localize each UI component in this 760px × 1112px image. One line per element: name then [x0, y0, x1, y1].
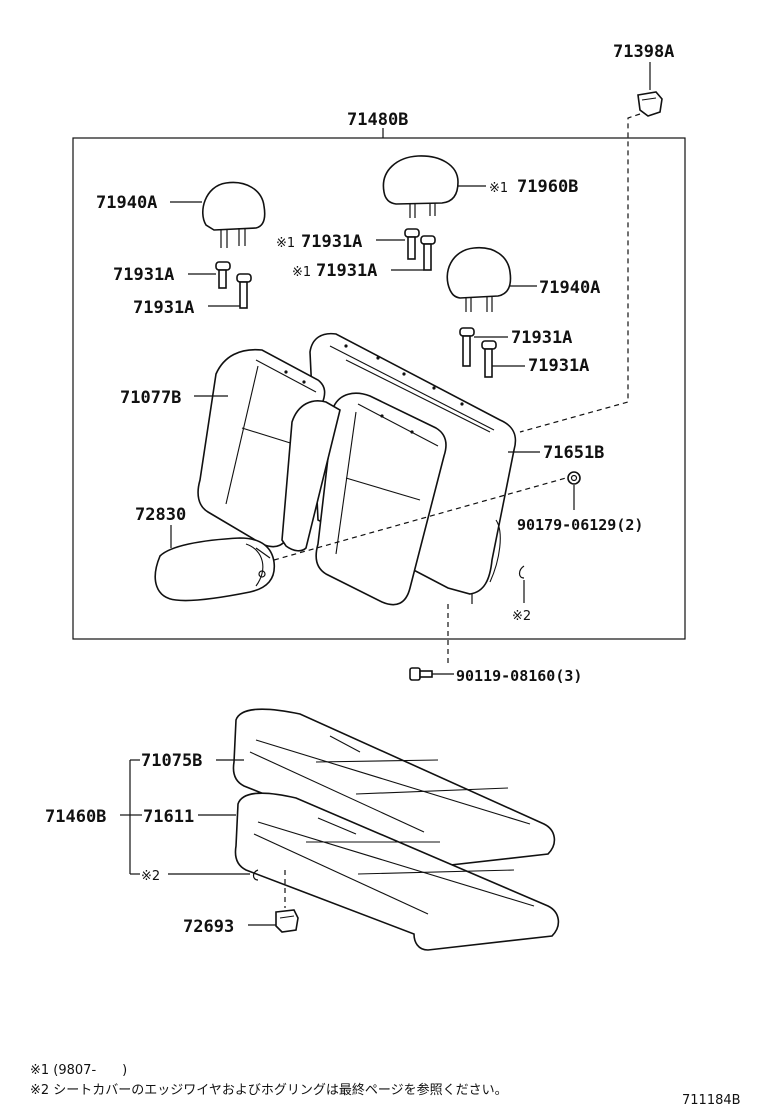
label-71931A-1[interactable]: 71931A — [113, 265, 174, 285]
label-90119-08160[interactable]: 90119-08160(3) — [456, 667, 582, 685]
label-71651B[interactable]: 71651B — [543, 443, 604, 463]
headrest-71940A-left — [201, 181, 266, 248]
bolt-90119 — [409, 667, 433, 681]
label-71931A-6[interactable]: 71931A — [528, 356, 589, 376]
label-71931A-4[interactable]: 71931A — [316, 261, 377, 281]
label-71931A-3[interactable]: 71931A — [301, 232, 362, 252]
cushion-pad-71611 — [234, 792, 560, 951]
hogring-lower — [252, 869, 259, 881]
guide-71931A-center-1 — [404, 228, 420, 260]
label-72830[interactable]: 72830 — [135, 505, 186, 525]
label-71398A[interactable]: 71398A — [613, 42, 674, 62]
armrest-72830 — [154, 537, 276, 602]
label-90179-06129[interactable]: 90179-06129(2) — [517, 516, 643, 534]
assembly-frame — [72, 137, 686, 640]
label-71940A-right[interactable]: 71940A — [539, 278, 600, 298]
label-71940A-left[interactable]: 71940A — [96, 193, 157, 213]
label-71480B[interactable]: 71480B — [347, 110, 408, 130]
clip-71398A — [637, 91, 663, 117]
bolt-90179 — [567, 471, 581, 485]
footnote-1: ※1 (9807- ) — [30, 1063, 127, 1078]
cushion-cover-71075B — [232, 708, 556, 869]
guide-71931A-right-1 — [459, 327, 475, 367]
diagram-id: 711184B — [682, 1093, 741, 1108]
seatback-center — [315, 392, 447, 606]
guide-71931A-left-1 — [215, 261, 231, 289]
label-72693[interactable]: 72693 — [183, 917, 234, 937]
label-71960B[interactable]: 71960B — [517, 177, 578, 197]
mark-71931A-4: ※1 — [292, 265, 311, 280]
footnote-2: ※2 シートカバーのエッジワイヤおよびホグリングは最終ページを参照ください。 — [30, 1082, 508, 1098]
label-71460B[interactable]: 71460B — [45, 807, 106, 827]
label-71077B[interactable]: 71077B — [120, 388, 181, 408]
headrest-71940A-right — [446, 247, 512, 312]
label-71931A-2[interactable]: 71931A — [133, 298, 194, 318]
mark-2-upper: ※2 — [512, 609, 531, 624]
hogring-upper — [518, 565, 525, 579]
label-71075B[interactable]: 71075B — [141, 751, 202, 771]
mark-71931A-3: ※1 — [276, 236, 295, 251]
seatback-middle — [281, 400, 341, 552]
label-71931A-5[interactable]: 71931A — [511, 328, 572, 348]
label-71611[interactable]: 71611 — [143, 807, 194, 827]
clip-72693 — [275, 909, 299, 933]
headrest-71960B — [382, 155, 459, 218]
guide-71931A-right-2 — [481, 340, 497, 378]
mark-71960B: ※1 — [489, 181, 508, 196]
guide-71931A-left-2 — [236, 273, 252, 309]
mark-2-lower: ※2 — [141, 869, 160, 884]
guide-71931A-center-2 — [420, 235, 436, 271]
